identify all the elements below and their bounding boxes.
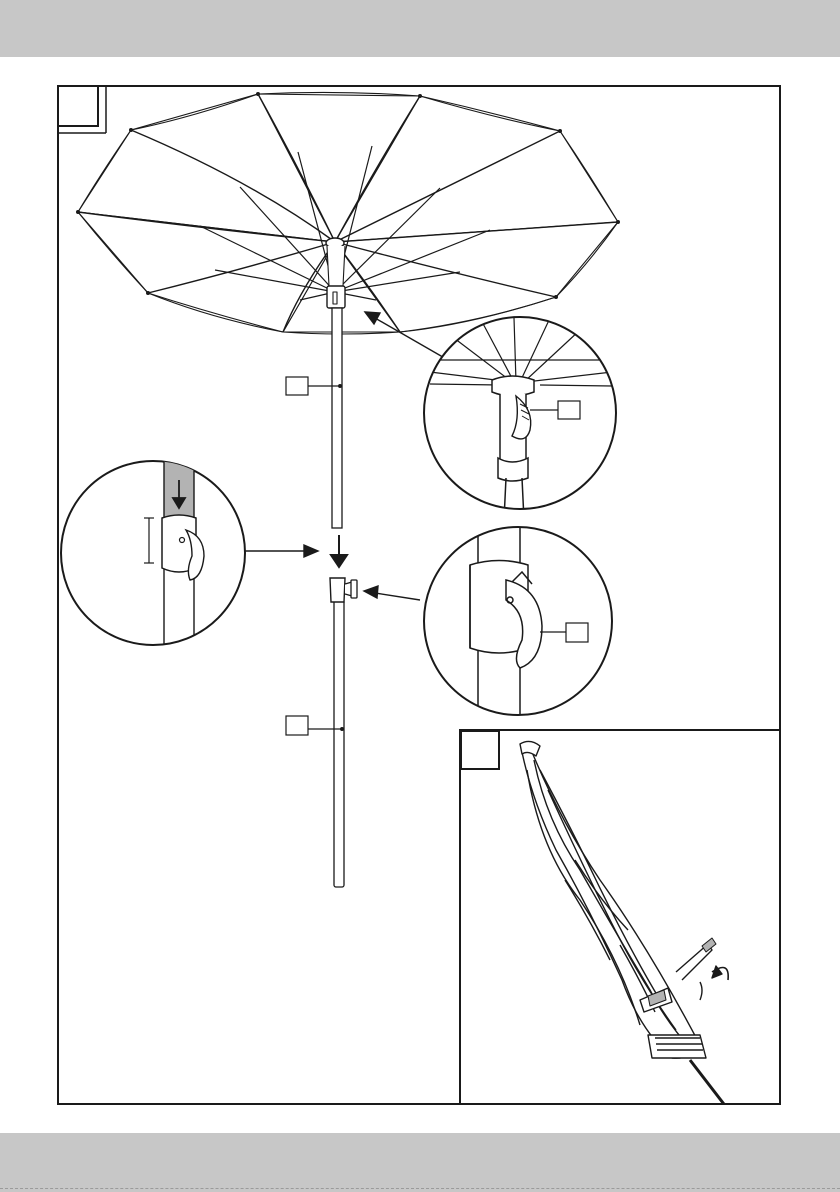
figure-2-number-box [461, 731, 499, 769]
figure-1-number-box [58, 86, 98, 126]
crank-callout [558, 401, 580, 419]
arrow-to-insert-point [245, 545, 318, 557]
umbrella-canopy [76, 92, 620, 334]
tilt-handle-callout [566, 623, 588, 642]
crank-detail-magnifier [424, 317, 616, 520]
insert-detail-magnifier [61, 455, 245, 660]
upper-pole [332, 308, 342, 528]
closed-umbrella [520, 741, 730, 1112]
upper-pole-callout [286, 377, 339, 395]
arrow-to-handle-detail [364, 586, 420, 600]
handle-detail-magnifier [424, 520, 612, 720]
lower-pole-callout [286, 716, 341, 735]
lower-pole [330, 578, 357, 887]
insert-direction-arrow [331, 535, 347, 567]
